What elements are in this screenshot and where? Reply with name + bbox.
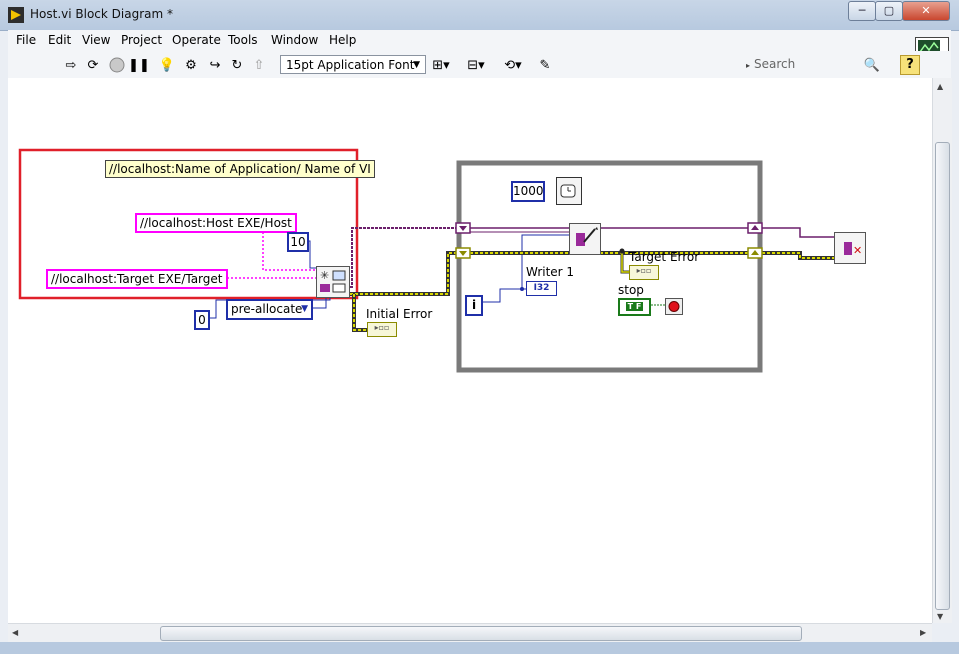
step-out-icon[interactable]: ⇧: [253, 57, 265, 73]
step-into-icon[interactable]: ↪: [209, 57, 221, 73]
initial-error-wire: [353, 294, 368, 331]
highlight-box: [18, 148, 359, 300]
open-network-stream-node[interactable]: ✳: [316, 266, 350, 298]
bool-const-text: T F: [625, 302, 644, 311]
menu-project[interactable]: Project: [121, 33, 163, 47]
reorder-icon[interactable]: ⟲▾: [504, 57, 522, 73]
svg-text:✳: ✳: [320, 269, 329, 282]
cleanup-diagram-icon[interactable]: ✎: [539, 57, 551, 73]
context-help-button[interactable]: ?: [900, 55, 920, 75]
chevron-down-icon: ▼: [301, 304, 308, 314]
loop-condition-terminal[interactable]: [665, 298, 683, 315]
menu-tools[interactable]: Tools: [228, 33, 258, 47]
stop-boolean-constant[interactable]: T F: [618, 298, 651, 316]
target-path-constant[interactable]: //localhost:Target EXE/Target: [46, 269, 228, 289]
abort-icon[interactable]: [108, 56, 126, 74]
wire-junction: [619, 248, 625, 254]
iteration-terminal[interactable]: i: [465, 295, 483, 316]
scroll-right-icon[interactable]: ▶: [920, 628, 927, 637]
menu-view[interactable]: View: [82, 33, 111, 47]
menu-operate[interactable]: Operate: [172, 33, 221, 47]
scroll-up-icon[interactable]: ▲: [937, 82, 944, 91]
highlight-execution-icon[interactable]: 💡: [158, 57, 176, 73]
app-path-comment[interactable]: //localhost:Name of Application/ Name of…: [105, 160, 375, 178]
writer-indicator[interactable]: I32: [526, 281, 557, 296]
wait-ms-node[interactable]: [556, 177, 582, 205]
iteration-wire: [474, 288, 526, 303]
scroll-down-icon[interactable]: ▼: [937, 612, 944, 621]
search-arrow-icon: ▸: [746, 61, 751, 70]
window-bottom-border: [0, 642, 959, 654]
wire-junction: [520, 287, 524, 291]
close-stream-node[interactable]: ✕: [834, 232, 866, 264]
run-arrow-icon[interactable]: ⇨: [65, 57, 77, 73]
chevron-down-icon: ▼: [413, 60, 420, 70]
stop-label: stop: [618, 283, 644, 297]
align-objects-icon[interactable]: ⊞▾: [432, 57, 450, 73]
distribute-objects-icon[interactable]: ⊟▾: [467, 57, 485, 73]
font-select[interactable]: 15pt Application Font ▼: [280, 55, 426, 74]
close-button[interactable]: ✕: [902, 1, 950, 21]
depth-constant[interactable]: 10: [287, 232, 309, 252]
ref-wire-out: [762, 227, 836, 238]
host-path-constant[interactable]: //localhost:Host EXE/Host: [135, 213, 297, 233]
error-wire-in: [350, 252, 456, 295]
target-error-wire: [621, 253, 630, 273]
menu-bar: File Edit View Project Operate Tools Win…: [8, 30, 951, 51]
menu-edit[interactable]: Edit: [48, 33, 72, 47]
ref-wire-in: [350, 227, 456, 288]
search-icon[interactable]: 🔍: [863, 57, 881, 73]
host-path-wire: [262, 232, 318, 271]
search-input[interactable]: Search: [754, 55, 892, 74]
vertical-scroll-thumb[interactable]: [935, 142, 950, 610]
pause-icon[interactable]: ❚❚: [128, 57, 150, 73]
enum-value: pre-allocate: [231, 302, 303, 316]
menu-window[interactable]: Window: [271, 33, 319, 47]
while-loop-frame: [456, 160, 763, 373]
allocation-enum-constant[interactable]: pre-allocate ▼: [226, 299, 313, 320]
wait-constant[interactable]: 1000: [511, 181, 545, 202]
scroll-left-icon[interactable]: ◀: [12, 628, 19, 637]
maximize-button[interactable]: ▢: [875, 1, 903, 21]
writer-wire: [521, 234, 570, 289]
svg-text:✕: ✕: [853, 244, 862, 257]
target-error-indicator[interactable]: ▸▫▫: [629, 265, 659, 280]
search-placeholder: Search: [754, 57, 796, 71]
initial-error-label: Initial Error: [366, 307, 433, 321]
menu-help[interactable]: Help: [329, 33, 357, 47]
run-continuously-icon[interactable]: ⟳: [87, 57, 99, 73]
font-select-value: 15pt Application Font: [286, 58, 415, 72]
window-title: Host.vi Block Diagram *: [30, 7, 173, 21]
target-error-label: Target Error: [629, 250, 700, 264]
initial-error-indicator[interactable]: ▸▫▫: [367, 322, 397, 337]
writer-label: Writer 1: [526, 265, 575, 279]
error-wire-out: [762, 252, 836, 259]
zero-constant[interactable]: 0: [194, 310, 210, 330]
retain-wire-values-icon[interactable]: ⚙: [185, 57, 197, 73]
menu-file[interactable]: File: [16, 33, 37, 47]
step-over-icon[interactable]: ↻: [231, 57, 243, 73]
horizontal-scroll-thumb[interactable]: [160, 626, 802, 641]
toolbar: ⇨ ⟳ ❚❚ 💡 ⚙ ↪ ↻ ⇧ 15pt Application Font ▼…: [8, 51, 951, 79]
write-stream-node[interactable]: [569, 223, 601, 255]
block-diagram-icon: [8, 7, 24, 23]
